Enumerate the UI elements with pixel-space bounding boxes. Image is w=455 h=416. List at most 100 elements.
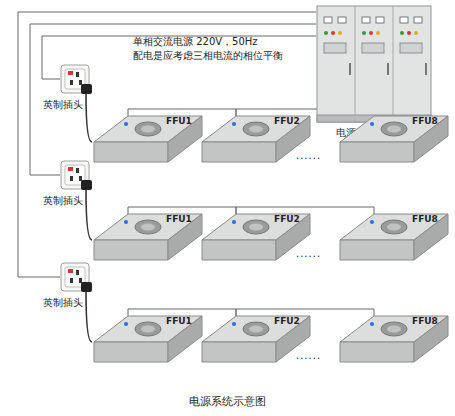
ellipsis-label: ......: [296, 248, 321, 259]
cabinet-seam: [393, 6, 394, 122]
socket-slot: [70, 278, 73, 283]
indicator: [369, 31, 373, 35]
ffu-label: FFU2: [274, 316, 300, 326]
power-wire: [236, 309, 374, 316]
socket-switch: [68, 167, 73, 171]
meter: [362, 17, 370, 23]
ffu-label: FFU8: [412, 116, 438, 126]
switch-panel: [400, 43, 422, 53]
ffu-fan-hub: [141, 224, 155, 231]
socket-slot: [79, 80, 82, 85]
ffu-front: [340, 142, 414, 162]
ffu-label: FFU8: [412, 316, 438, 326]
ffu-front: [94, 142, 168, 162]
indicator: [331, 31, 335, 35]
ffu-fan: [381, 220, 407, 234]
ffu-box: FFU1: [92, 112, 204, 168]
socket-label: 英制插头: [43, 98, 83, 112]
ffu-fan-hub: [249, 224, 263, 231]
ffu-box: FFU8: [338, 112, 450, 168]
socket-box: 英制插头: [60, 262, 90, 292]
note-text: 单相交流电源 220V，50Hz: [133, 35, 258, 49]
socket-label: 英制插头: [43, 194, 83, 208]
ffu-box: FFU2: [200, 312, 312, 368]
socket-switch: [68, 269, 73, 273]
door-handle: [349, 63, 351, 75]
ffu-front: [202, 240, 276, 260]
ffu-fan: [135, 322, 161, 336]
cabinet-seam: [355, 6, 356, 122]
ffu-fan-hub: [387, 326, 401, 333]
socket-slot: [70, 80, 73, 85]
ffu-indicator: [124, 122, 128, 126]
cabinet-body: [317, 6, 431, 122]
power-cord: [86, 94, 92, 142]
power-wire: [128, 109, 236, 116]
socket-box: 英制插头: [60, 64, 90, 94]
ffu-fan-hub: [141, 126, 155, 133]
note-text: 配电是应考虑三相电流的相位平衡: [133, 49, 283, 63]
ffu-front: [202, 342, 276, 362]
ffu-indicator: [370, 322, 374, 326]
ffu-front: [340, 240, 414, 260]
control-cabinet: [316, 5, 432, 123]
power-cord: [86, 292, 92, 342]
socket-switch: [68, 71, 73, 75]
socket-slot: [76, 270, 79, 275]
caption-text: 电源系统示意图: [0, 394, 455, 409]
ffu-indicator: [370, 122, 374, 126]
ffu-fan: [135, 220, 161, 234]
power-wire: [128, 207, 236, 214]
ffu-indicator: [232, 322, 236, 326]
socket-symbol: [60, 262, 94, 296]
ffu-label: FFU8: [412, 214, 438, 224]
cabinet-box: 电源控制柜: [316, 5, 432, 123]
plug-adapter: [81, 282, 92, 292]
socket-symbol: [60, 160, 94, 194]
ffu-fan: [243, 122, 269, 136]
indicator: [400, 31, 404, 35]
plug-adapter: [81, 180, 92, 190]
ffu-fan: [243, 322, 269, 336]
socket-slot: [76, 72, 79, 77]
ffu-label: FFU1: [166, 316, 192, 326]
indicator: [324, 31, 328, 35]
power-wire: [30, 24, 316, 175]
socket-slot: [79, 176, 82, 181]
meter: [400, 17, 408, 23]
ffu-label: FFU2: [274, 214, 300, 224]
power-wire: [236, 207, 374, 214]
ffu-indicator: [124, 220, 128, 224]
ffu-fan-hub: [387, 126, 401, 133]
socket-label: 英制插头: [43, 296, 83, 310]
ffu-indicator: [370, 220, 374, 224]
ffu-fan-hub: [249, 326, 263, 333]
socket-box: 英制插头: [60, 160, 90, 190]
ellipsis-label: ......: [296, 150, 321, 161]
ffu-front: [94, 240, 168, 260]
ffu-indicator: [232, 122, 236, 126]
ffu-label: FFU1: [166, 116, 192, 126]
ffu-indicator: [124, 322, 128, 326]
indicator: [414, 31, 418, 35]
door-handle: [387, 63, 389, 75]
indicator: [376, 31, 380, 35]
ffu-fan: [243, 220, 269, 234]
ffu-box: FFU2: [200, 112, 312, 168]
ffu-box: FFU8: [338, 210, 450, 266]
meter: [414, 17, 422, 23]
power-wire: [128, 309, 236, 316]
meter: [338, 17, 346, 23]
ellipsis-label: ......: [296, 350, 321, 361]
plug-adapter: [81, 84, 92, 94]
switch-panel: [324, 43, 346, 53]
power-wire: [18, 12, 316, 277]
indicator: [338, 31, 342, 35]
ffu-box: FFU1: [92, 210, 204, 266]
meter: [376, 17, 384, 23]
ffu-label: FFU2: [274, 116, 300, 126]
socket-slot: [79, 278, 82, 283]
ffu-box: FFU2: [200, 210, 312, 266]
ffu-front: [340, 342, 414, 362]
ffu-indicator: [232, 220, 236, 224]
